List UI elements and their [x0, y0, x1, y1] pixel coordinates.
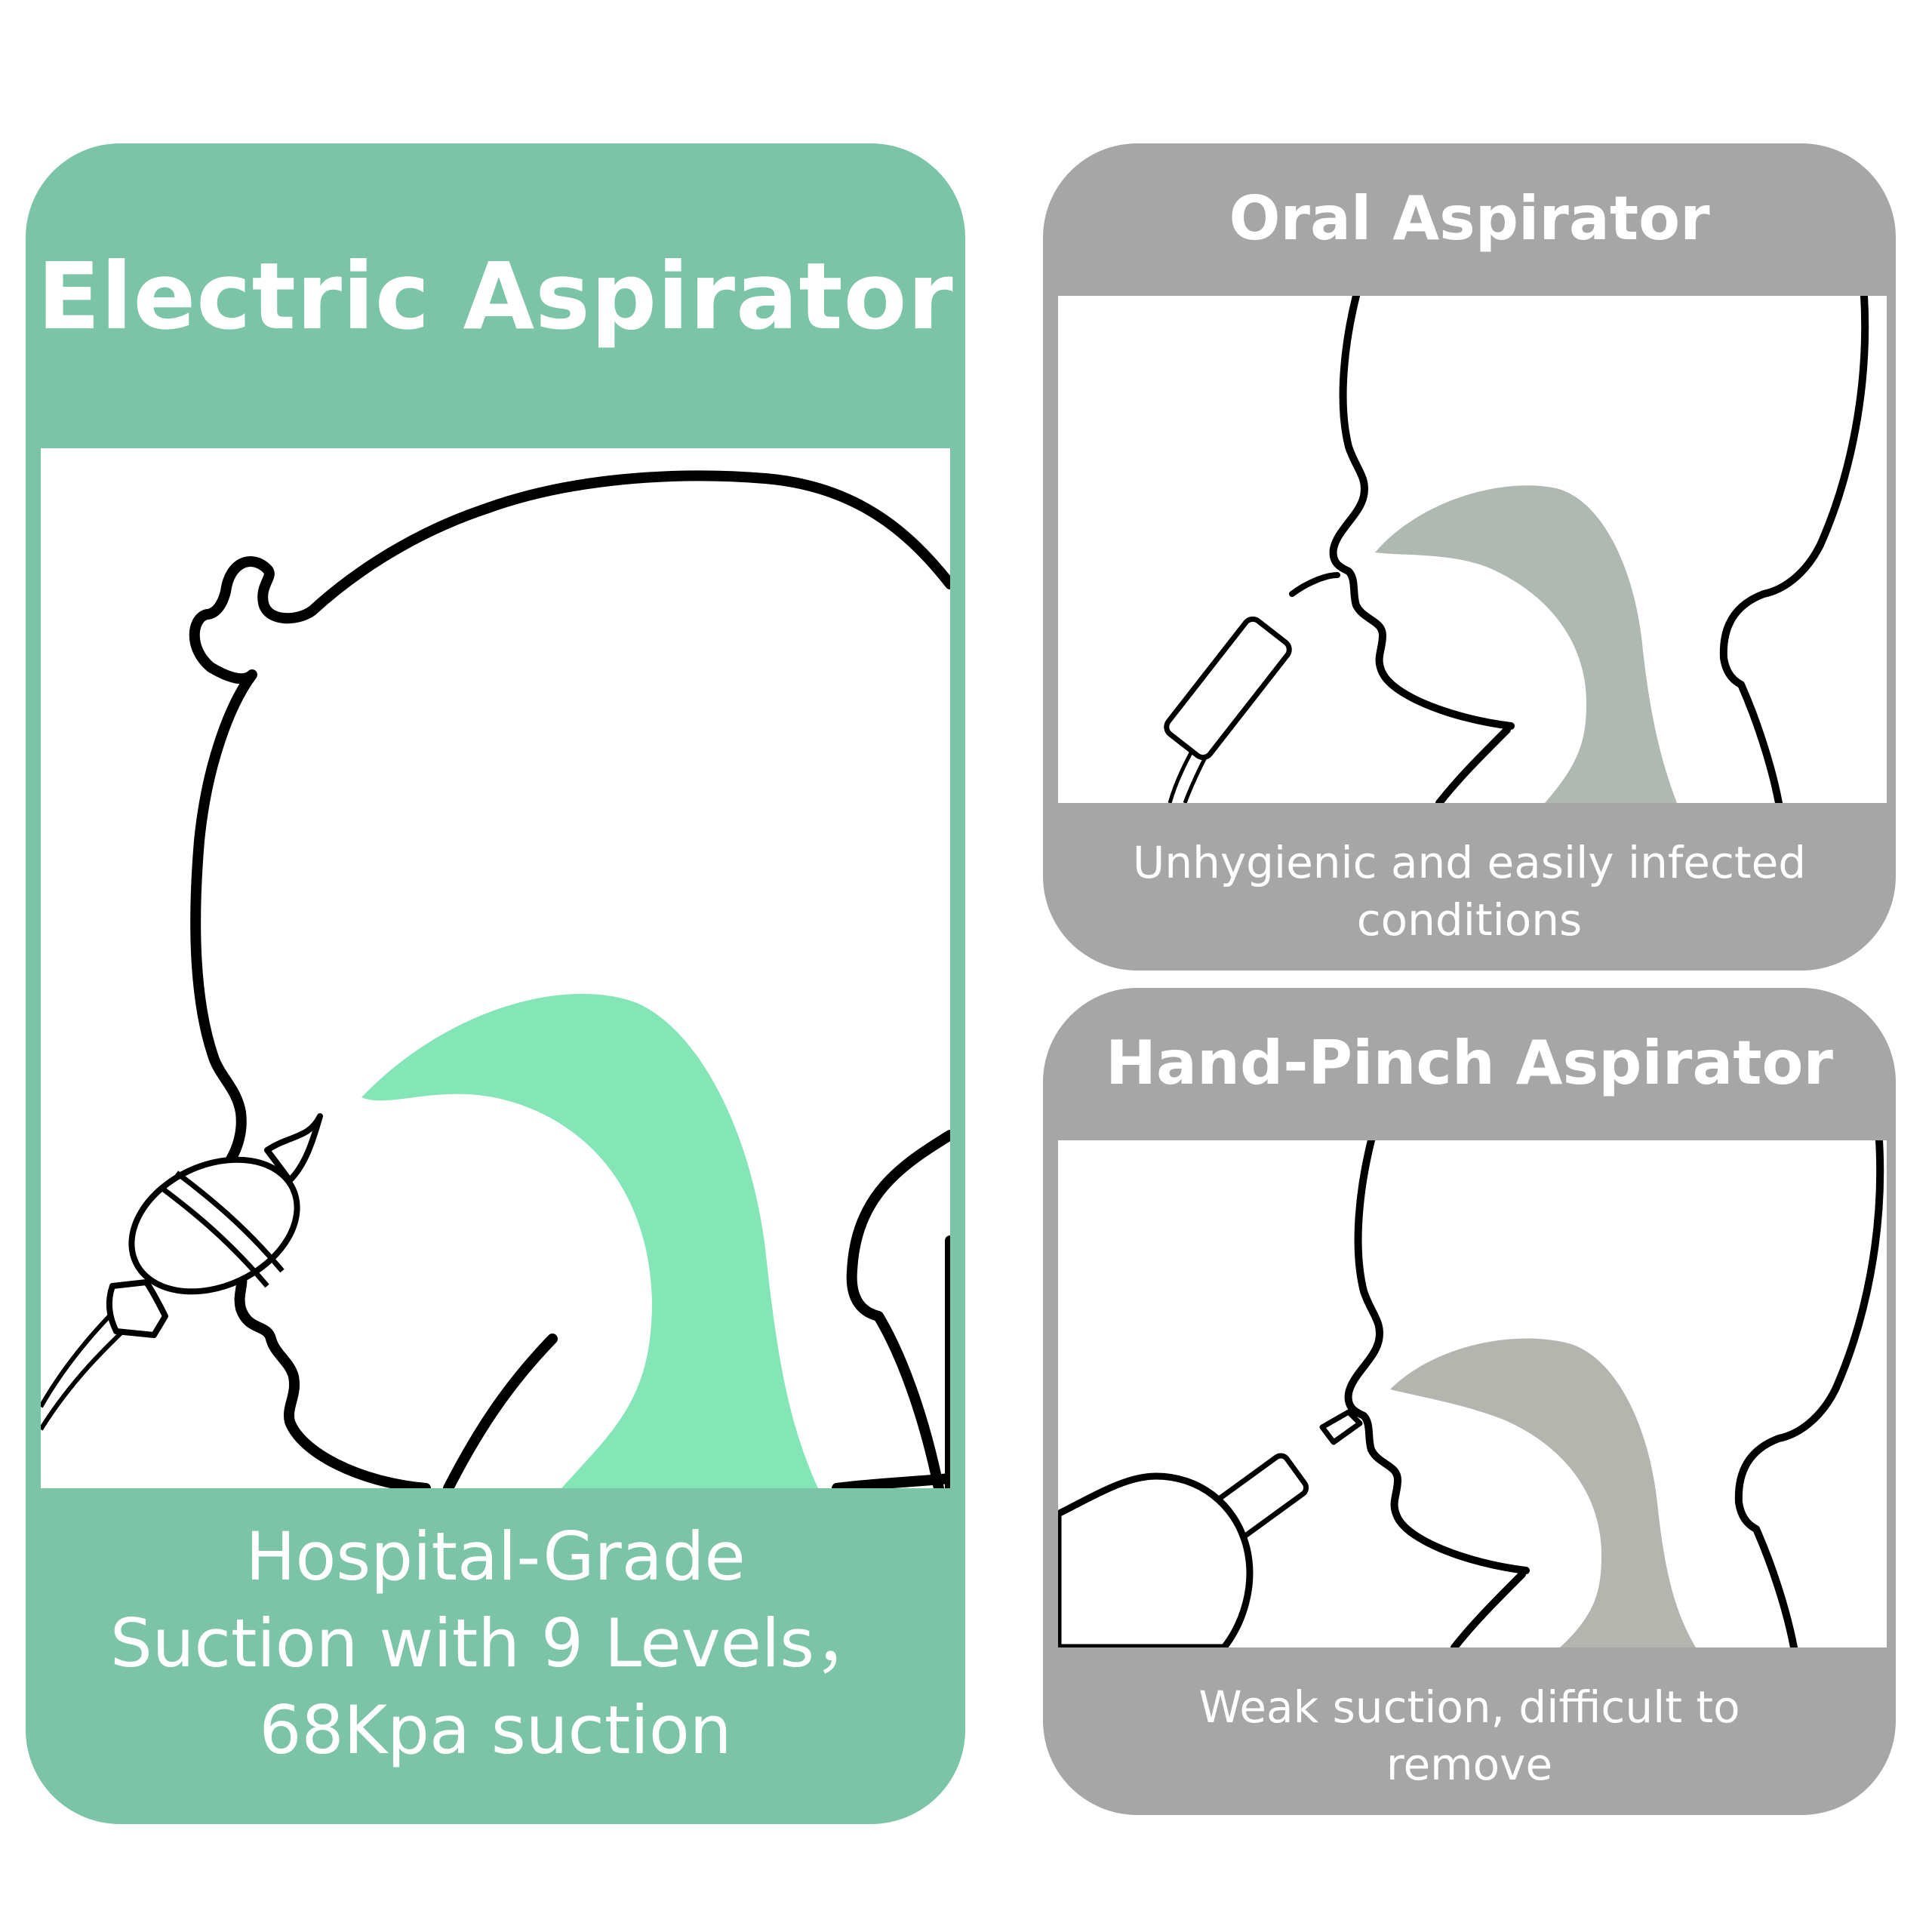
electric-aspirator-caption: Hospital-Grade Suction with 9 Levels， 68…	[26, 1513, 965, 1774]
baby-chin-line	[443, 1334, 558, 1488]
baby-head-outline	[1329, 296, 1515, 730]
oral-aspirator-caption: Unhygienic and easily infected condition…	[1043, 834, 1896, 949]
caption-line: Weak suction, difficult to	[1198, 1681, 1740, 1733]
aspirator-base	[106, 1279, 168, 1338]
electric-aspirator-card: Electric Aspirator Hospital-Grade Suctio…	[26, 143, 965, 1824]
baby-chin-line	[1451, 1571, 1526, 1647]
oral-aspirator-title: Oral Aspirator	[1229, 183, 1710, 254]
nasal-passage-shape	[361, 993, 818, 1488]
electric-aspirator-title: Electric Aspirator	[37, 243, 954, 350]
baby-profile-electric-icon	[41, 470, 950, 1488]
baby-bottom-jaw	[832, 1473, 950, 1488]
baby-head-outline	[189, 470, 950, 1488]
hand-pinch-aspirator-card: Hand-Pinch Aspirator Weak suction, diffi…	[1043, 988, 1896, 1815]
caption-line: Suction with 9 Levels，	[109, 1604, 881, 1682]
aspirator-body	[128, 1156, 300, 1295]
baby-neck-outline	[1734, 1140, 1884, 1647]
caption-line: 68Kpa suction	[259, 1691, 732, 1769]
caption-line: conditions	[1356, 894, 1583, 946]
aspirator-tip	[1164, 616, 1292, 761]
caption-line: Unhygienic and easily infected	[1132, 837, 1807, 888]
aspirator-bulb	[1058, 1472, 1254, 1647]
aspirator-nozzle	[264, 1113, 323, 1183]
nasal-passage-shape	[1390, 1338, 1696, 1647]
aspirator-nozzle	[1319, 1409, 1363, 1445]
baby-neck-outline	[1719, 296, 1869, 803]
hand-pinch-aspirator-illustration	[1058, 1140, 1887, 1647]
baby-profile-bulb-icon	[1058, 1140, 1884, 1647]
electric-aspirator-illustration	[41, 448, 950, 1488]
hand-pinch-aspirator-title: Hand-Pinch Aspirator	[1106, 1028, 1833, 1098]
hand-pinch-aspirator-caption: Weak suction, difficult to remove	[1043, 1678, 1896, 1793]
nasal-passage-shape	[1375, 485, 1677, 803]
caption-line: Hospital-Grade	[245, 1518, 746, 1595]
baby-neck-outline	[846, 1130, 950, 1488]
aspirator-body-seam-2	[174, 1171, 285, 1273]
oral-aspirator-illustration	[1058, 296, 1887, 803]
aspirator-cable	[1289, 572, 1340, 597]
aspirator-body-seam	[159, 1186, 269, 1288]
baby-profile-oral-icon	[1164, 296, 1869, 803]
baby-head-outline	[1344, 1140, 1530, 1574]
caption-line: remove	[1386, 1739, 1553, 1790]
baby-chin-line	[1435, 726, 1511, 803]
oral-aspirator-card: Oral Aspirator Unhygienic and easily inf…	[1043, 143, 1896, 971]
